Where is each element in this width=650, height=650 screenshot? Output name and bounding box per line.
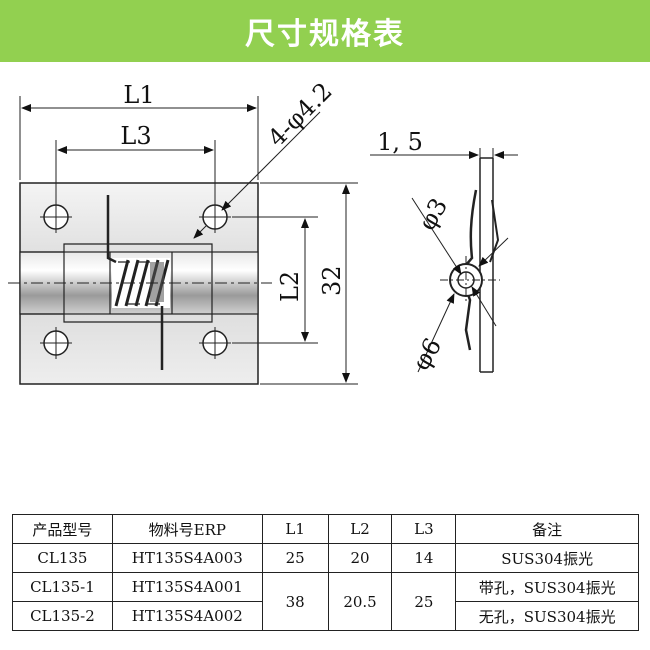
label-l3: L3 xyxy=(120,122,151,150)
mounting-hole xyxy=(199,201,231,233)
table-row: CL135-1 HT135S4A001 38 20.5 25 带孔，SUS304… xyxy=(12,572,639,631)
label-height: 32 xyxy=(318,265,346,296)
label-thickness: 1, 5 xyxy=(377,128,423,156)
dimension-l1: L1 xyxy=(19,81,259,180)
cell-erp: HT135S4A001 xyxy=(111,572,263,602)
dimension-phi3: φ3 xyxy=(411,193,497,327)
cell-model: CL135 xyxy=(12,543,113,573)
cell-note: 带孔，SUS304振光 xyxy=(455,572,639,602)
header-erp: 物料号ERP xyxy=(111,514,263,544)
header-note: 备注 xyxy=(455,514,639,544)
mounting-hole xyxy=(199,327,231,359)
cell-l2: 20 xyxy=(327,543,393,573)
label-phi3: φ3 xyxy=(413,193,453,235)
dimension-l3: L3 xyxy=(55,122,216,205)
banner-title: 尺寸规格表 xyxy=(245,17,405,52)
title-banner: 尺寸规格表 xyxy=(0,0,650,62)
cell-l3: 25 xyxy=(391,572,457,631)
cell-model: CL135-1 xyxy=(12,572,113,602)
cell-l1: 38 xyxy=(261,572,329,631)
header-l2: L2 xyxy=(327,514,393,544)
header-model: 产品型号 xyxy=(12,514,113,544)
cell-erp: HT135S4A002 xyxy=(111,601,263,631)
dimension-height: 32 xyxy=(260,182,358,385)
cell-l3: 14 xyxy=(391,543,457,573)
spec-table: 产品型号 物料号ERP L1 L2 L3 备注 CL135 HT135S4A00… xyxy=(12,514,639,631)
hinge-plate xyxy=(8,182,272,385)
mounting-hole xyxy=(40,327,72,359)
side-view xyxy=(440,157,500,373)
cell-note: 无孔，SUS304振光 xyxy=(455,601,639,631)
cell-erp: HT135S4A003 xyxy=(111,543,263,573)
table-row: CL135-2 HT135S4A002 无孔，SUS304振光 xyxy=(12,601,639,631)
label-hole-diameter: 4-φ4.2 xyxy=(262,77,337,152)
table-row: CL135 HT135S4A003 25 20 14 SUS304振光 xyxy=(12,543,639,573)
cell-model: CL135-2 xyxy=(12,601,113,631)
label-l1: L1 xyxy=(123,81,154,109)
cell-l2: 20.5 xyxy=(327,572,393,631)
cell-l1: 25 xyxy=(261,543,329,573)
label-phi6: φ6 xyxy=(407,333,447,375)
table-header-row: 产品型号 物料号ERP L1 L2 L3 备注 xyxy=(12,514,639,544)
cell-note: SUS304振光 xyxy=(455,543,639,573)
dimension-l2: L2 xyxy=(232,216,318,344)
label-l2: L2 xyxy=(276,271,304,302)
header-l3: L3 xyxy=(391,514,457,544)
mounting-hole xyxy=(40,201,72,233)
dimension-thickness: 1, 5 xyxy=(370,128,518,162)
header-l1: L1 xyxy=(261,514,329,544)
technical-drawing: L1 L3 4-φ4.2 L2 32 xyxy=(8,77,518,385)
spring-coil xyxy=(106,195,170,370)
